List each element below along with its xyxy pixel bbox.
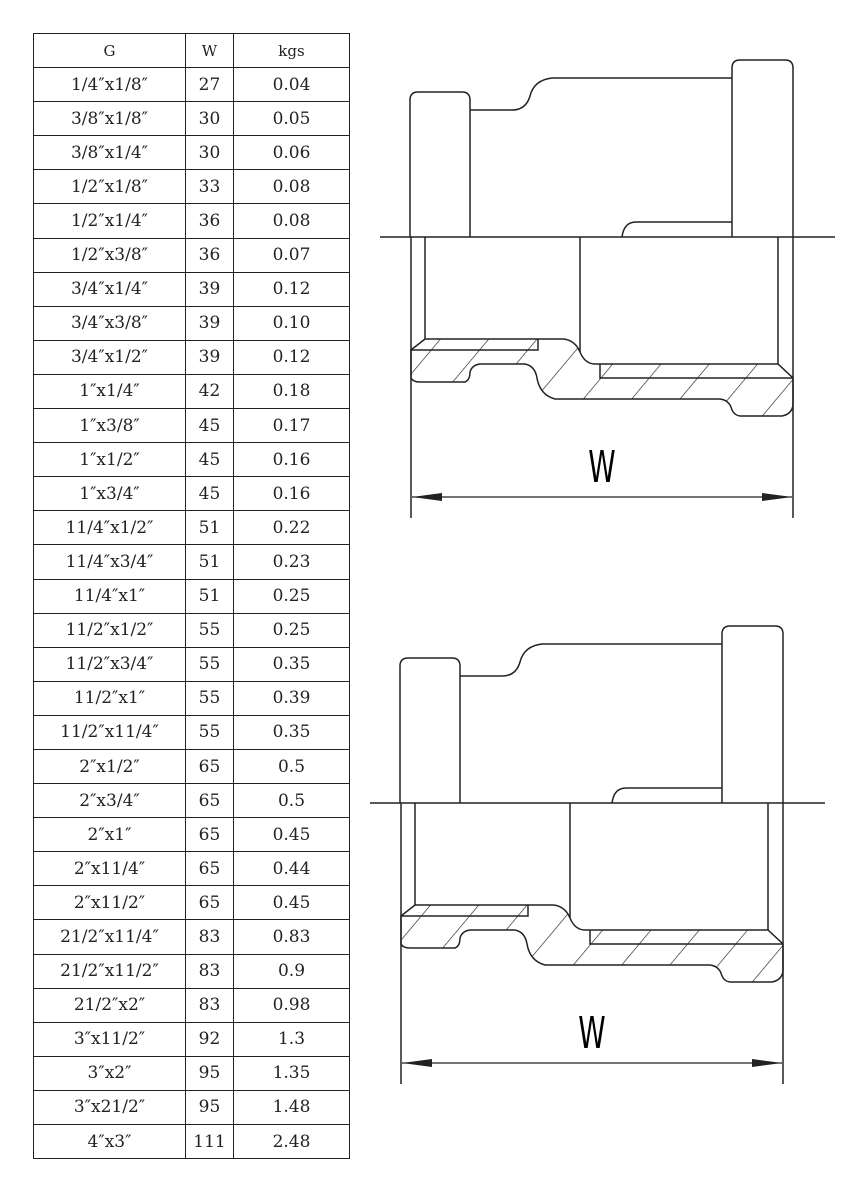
cell-kgs: 0.9: [233, 953, 350, 989]
cell-g-size: 1/2″x1/8″: [33, 169, 186, 205]
cell-w: 51: [185, 510, 234, 546]
cell-kgs: 0.16: [233, 476, 350, 512]
cell-g-size: 21/2″x2″: [33, 987, 186, 1023]
cell-w: 51: [185, 544, 234, 580]
cell-kgs: 0.08: [233, 203, 350, 239]
cell-kgs: 0.98: [233, 987, 350, 1023]
cell-g-size: 3/8″x1/8″: [33, 101, 186, 137]
dimension-label-w: W: [588, 441, 615, 492]
table-header-row: G W kgs: [33, 32, 350, 69]
cell-g-size: 3/8″x1/4″: [33, 135, 186, 171]
cell-kgs: 0.08: [233, 169, 350, 205]
cell-g-size: 2″x1″: [33, 817, 186, 853]
cell-w: 36: [185, 203, 234, 239]
cell-kgs: 0.25: [233, 612, 350, 648]
cell-w: 30: [185, 135, 234, 171]
dimension-label-w: W: [578, 1007, 605, 1058]
cell-w: 65: [185, 851, 234, 887]
cell-g-size: 1/2″x1/4″: [33, 203, 186, 239]
cell-kgs: 0.16: [233, 442, 350, 478]
cell-kgs: 0.44: [233, 851, 350, 887]
cell-g-size: 3″x21/2″: [33, 1089, 186, 1126]
cell-kgs: 1.3: [233, 1021, 350, 1057]
cell-w: 27: [185, 67, 234, 103]
cell-w: 39: [185, 339, 234, 375]
cell-w: 95: [185, 1055, 234, 1091]
cell-kgs: 0.10: [233, 305, 350, 341]
column-header-kgs: kgs: [233, 32, 350, 69]
reducer-section-drawing-top: W: [379, 59, 836, 519]
cell-g-size: 11/2″x1″: [33, 680, 186, 716]
cell-g-size: 3/4″x1/4″: [33, 271, 186, 307]
cell-g-size: 1″x1/4″: [33, 373, 186, 410]
cell-w: 39: [185, 305, 234, 341]
cell-kgs: 0.17: [233, 408, 350, 444]
cell-g-size: 3″x2″: [33, 1055, 186, 1091]
cell-kgs: 0.35: [233, 714, 350, 750]
cell-kgs: 0.05: [233, 101, 350, 137]
cell-g-size: 1″x3/4″: [33, 476, 186, 512]
cell-w: 83: [185, 953, 234, 989]
cell-g-size: 21/2″x11/2″: [33, 953, 186, 989]
cell-g-size: 1/2″x3/8″: [33, 237, 186, 273]
cell-g-size: 11/2″x3/4″: [33, 646, 186, 682]
cell-g-size: 21/2″x11/4″: [33, 919, 186, 955]
cell-w: 33: [185, 169, 234, 205]
cell-g-size: 3″x11/2″: [33, 1021, 186, 1057]
cell-kgs: 0.12: [233, 339, 350, 375]
cell-w: 83: [185, 919, 234, 955]
cell-w: 92: [185, 1021, 234, 1057]
cell-kgs: 0.5: [233, 783, 350, 819]
cell-w: 65: [185, 817, 234, 853]
cell-w: 55: [185, 680, 234, 716]
cell-g-size: 11/4″x3/4″: [33, 544, 186, 580]
cell-kgs: 1.35: [233, 1055, 350, 1091]
reducer-section-drawing-bottom: W: [369, 625, 826, 1085]
cell-g-size: 2″x1/2″: [33, 748, 186, 785]
cell-kgs: 0.45: [233, 817, 350, 853]
cell-kgs: 0.22: [233, 510, 350, 546]
cell-w: 45: [185, 442, 234, 478]
cell-w: 45: [185, 408, 234, 444]
cell-kgs: 0.39: [233, 680, 350, 716]
cell-w: 30: [185, 101, 234, 137]
cell-kgs: 0.12: [233, 271, 350, 307]
cell-kgs: 2.48: [233, 1123, 350, 1160]
cell-w: 45: [185, 476, 234, 512]
cell-g-size: 11/2″x11/4″: [33, 714, 186, 750]
cell-g-size: 4″x3″: [33, 1123, 186, 1160]
cell-kgs: 0.45: [233, 885, 350, 921]
cell-g-size: 2″x11/2″: [33, 885, 186, 921]
cell-w: 55: [185, 646, 234, 682]
cell-kgs: 1.48: [233, 1089, 350, 1126]
cell-kgs: 0.06: [233, 135, 350, 171]
cell-kgs: 0.04: [233, 67, 350, 103]
